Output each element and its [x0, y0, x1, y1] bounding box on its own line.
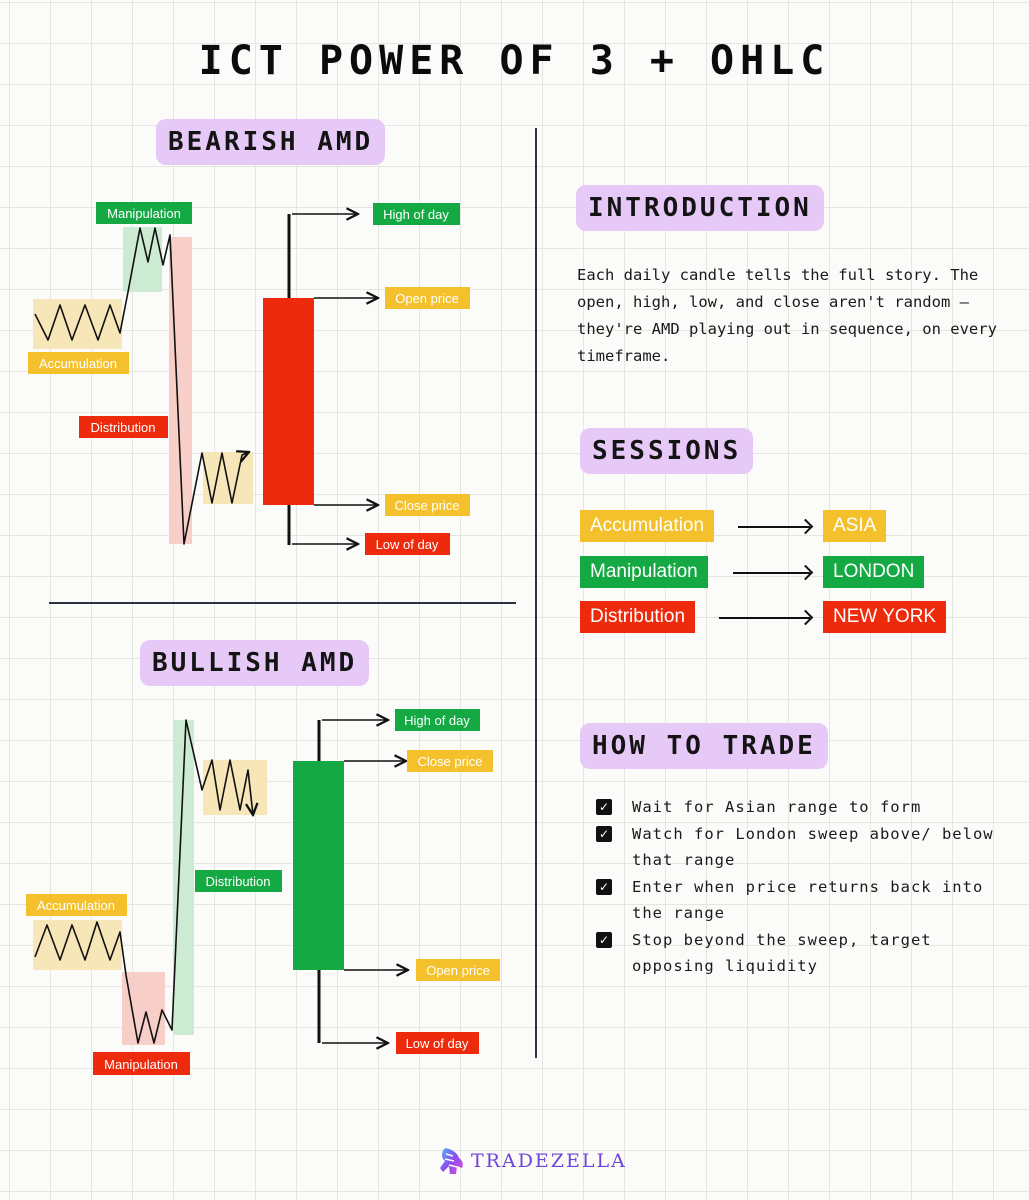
list-item: ✓ Stop beyond the sweep, target opposing… — [596, 927, 996, 980]
zebra-logo-icon — [440, 1148, 463, 1174]
bearish-low-of-day-label: Low of day — [376, 537, 439, 552]
list-item: ✓ Watch for London sweep above/ below th… — [596, 821, 996, 874]
price-path — [34, 227, 249, 545]
bullish-open-price-label: Open price — [426, 963, 490, 978]
bullish-high-of-day-label: High of day — [404, 713, 470, 728]
session-name-asia: ASIA — [823, 510, 887, 542]
sessions-heading: SESSIONS — [580, 428, 754, 474]
vertical-divider — [535, 128, 537, 1058]
bullish-distribution-label: Distribution — [205, 874, 270, 889]
how-to-trade-steps: ✓ Wait for Asian range to form ✓ Watch f… — [596, 794, 996, 980]
bearish-accumulation-label: Accumulation — [39, 356, 117, 371]
list-item: ✓ Wait for Asian range to form — [596, 794, 996, 821]
bullish-amd-diagram: High of day Close price Distribution Acc… — [26, 709, 500, 1075]
bearish-high-of-day-label: High of day — [383, 207, 449, 222]
step-text: Enter when price returns back into the r… — [632, 877, 984, 923]
checkbox-checked-icon: ✓ — [596, 799, 612, 815]
arrow-right-icon — [738, 526, 810, 528]
step-text: Stop beyond the sweep, target opposing l… — [632, 930, 932, 976]
arrow-right-icon — [733, 572, 810, 574]
manipulation-zone — [122, 972, 165, 1045]
session-phase-manipulation: Manipulation — [580, 556, 708, 588]
bearish-candle-body — [263, 298, 314, 505]
bearish-distribution-label: Distribution — [90, 420, 155, 435]
session-name-new-york: NEW YORK — [823, 601, 947, 633]
brand-name: TRADEZELLA — [471, 1150, 627, 1172]
bullish-accumulation-label: Accumulation — [37, 898, 115, 913]
price-path — [34, 719, 253, 1044]
session-phase-distribution: Distribution — [580, 601, 696, 633]
introduction-text: Each daily candle tells the full story. … — [577, 266, 997, 365]
bullish-manipulation-label: Manipulation — [104, 1057, 178, 1072]
list-item: ✓ Enter when price returns back into the… — [596, 874, 996, 927]
checkbox-checked-icon: ✓ — [596, 878, 612, 895]
horizontal-divider — [49, 602, 516, 604]
bullish-low-of-day-label: Low of day — [406, 1036, 469, 1051]
bearish-close-price-label: Close price — [394, 498, 459, 513]
arrow-right-icon — [719, 617, 810, 619]
bullish-amd-heading: BULLISH AMD — [140, 640, 370, 686]
bearish-amd-heading: BEARISH AMD — [156, 119, 386, 165]
brand-logo: TRADEZELLA — [437, 1144, 627, 1178]
session-name-london: LONDON — [823, 556, 925, 588]
amd-diagrams: Manipulation Accumulation Distribution H… — [26, 202, 500, 1075]
bearish-manipulation-label: Manipulation — [107, 206, 181, 221]
bearish-open-price-label: Open price — [395, 291, 459, 306]
step-text: Watch for London sweep above/ below that… — [632, 824, 994, 870]
page-title: ICT POWER OF 3 + OHLC — [198, 38, 831, 84]
bearish-amd-diagram: Manipulation Accumulation Distribution H… — [28, 202, 470, 555]
distribution-zone — [173, 720, 194, 1035]
checkbox-checked-icon: ✓ — [596, 825, 612, 842]
step-text: Wait for Asian range to form — [632, 798, 922, 816]
introduction-heading: INTRODUCTION — [576, 185, 824, 231]
how-to-trade-heading: HOW TO TRADE — [580, 723, 828, 769]
bullish-close-price-label: Close price — [417, 754, 482, 769]
checkbox-checked-icon: ✓ — [596, 931, 612, 948]
distribution-zone — [169, 237, 192, 544]
session-phase-accumulation: Accumulation — [580, 510, 715, 542]
bullish-candle-body — [293, 761, 344, 970]
